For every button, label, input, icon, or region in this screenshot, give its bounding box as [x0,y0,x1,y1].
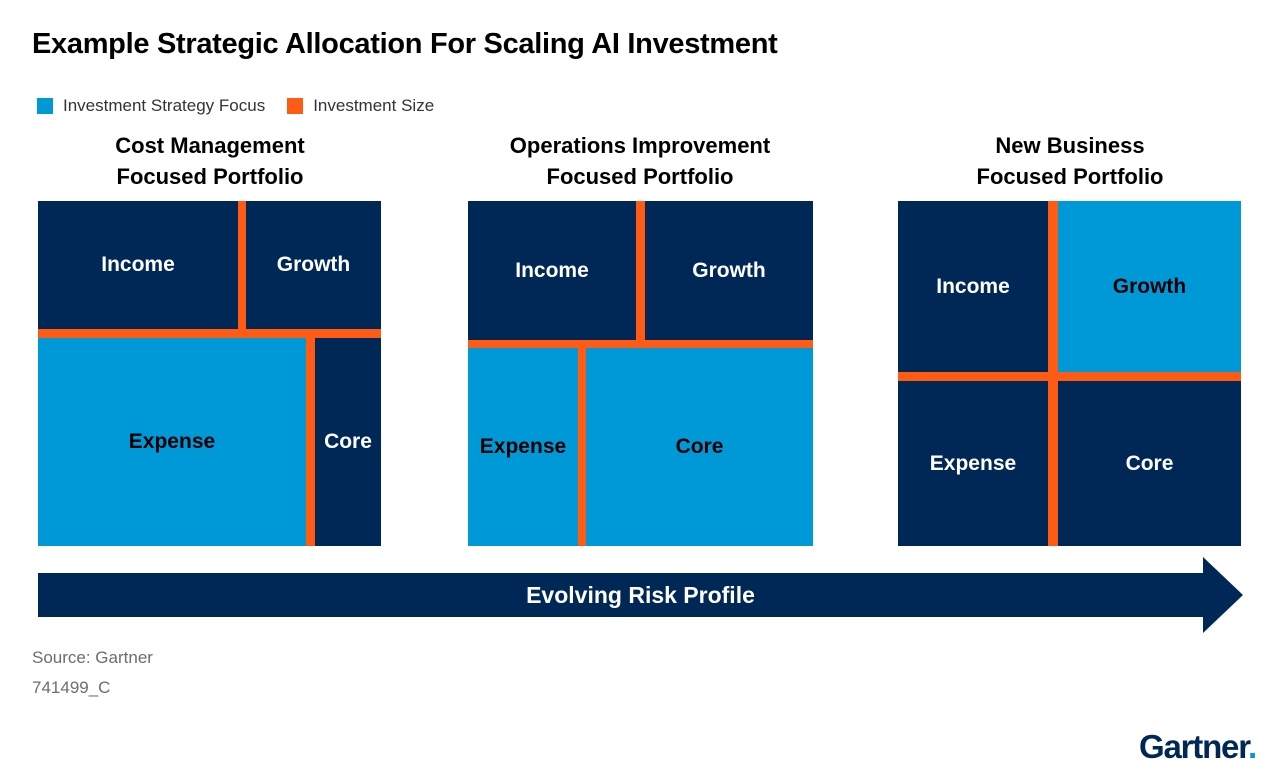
portfolio-title-line1: Operations Improvement [509,133,771,158]
cell-expense: Expense [898,381,1048,546]
figure-code: 741499_C [32,678,111,697]
arrow-label: Evolving Risk Profile [526,582,755,608]
portfolio-title-line1: New Business [995,133,1145,158]
legend-label: Investment Size [313,96,435,115]
legend-label: Investment Strategy Focus [63,96,266,115]
legend-swatch-orange [287,98,304,114]
portfolio-title-cost-management: Cost Management Focused Portfolio [0,130,420,192]
portfolio-treemap-new-business: Income Growth Expense Core [898,201,1241,546]
portfolio-title-operations-improvement: Operations Improvement Focused Portfolio [430,130,850,192]
gartner-logo: Gartner. [1139,728,1257,765]
source-note: Source: Gartner [32,648,153,667]
cell-core: Core [315,338,381,546]
cell-core: Core [1058,381,1241,546]
cell-income: Income [468,201,636,340]
cell-expense: Expense [468,348,578,546]
portfolio-title-line2: Focused Portfolio [546,164,734,189]
cell-expense: Expense [38,338,306,546]
risk-profile-arrow: Evolving Risk Profile [38,557,1243,633]
cell-growth: Growth [1058,201,1241,372]
portfolio-treemap-operations-improvement: Income Growth Expense Core [468,201,813,546]
cell-growth: Growth [645,201,813,340]
cell-income: Income [38,201,238,329]
cell-core: Core [586,348,813,546]
portfolio-treemap-cost-management: Income Growth Expense Core [38,201,381,546]
legend-swatch-blue [37,98,53,114]
arrow-shape [38,557,1243,633]
legend-item-investment-size: Investment Size [287,96,434,116]
portfolio-title-line1: Cost Management [115,133,305,158]
cell-growth: Growth [246,201,381,329]
portfolio-title-new-business: New Business Focused Portfolio [860,130,1280,192]
portfolio-title-line2: Focused Portfolio [116,164,304,189]
cell-income: Income [898,201,1048,372]
portfolio-title-line2: Focused Portfolio [976,164,1164,189]
legend-item-strategy-focus: Investment Strategy Focus [37,96,265,116]
chart-title: Example Strategic Allocation For Scaling… [32,28,778,60]
legend: Investment Strategy Focus Investment Siz… [37,95,456,117]
